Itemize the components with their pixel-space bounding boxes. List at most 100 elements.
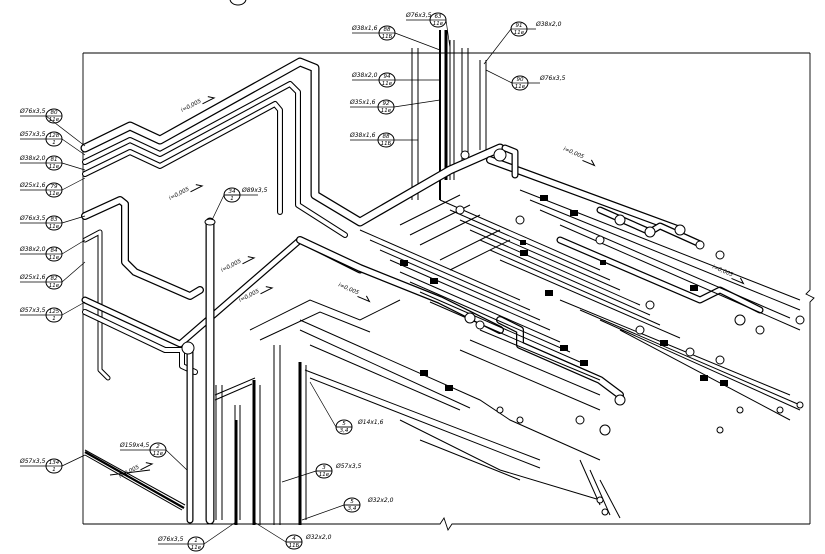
manifold-area [249, 144, 805, 519]
svg-text:2: 2 [156, 444, 160, 450]
svg-text:i=0,005: i=0,005 [168, 186, 191, 202]
svg-text:i=0,005: i=0,005 [337, 282, 360, 296]
svg-text:Ø32x2,0: Ø32x2,0 [305, 534, 332, 541]
svg-text:81: 81 [51, 157, 58, 163]
svg-text:11Б: 11Б [381, 141, 392, 147]
callout: Ø57x3,5 134 1 [19, 454, 86, 474]
callout: Ø25x1,6 82 11e [19, 261, 86, 290]
svg-text:34: 34 [229, 189, 236, 195]
svg-text:i=0,005: i=0,005 [180, 98, 203, 114]
callout: Ø76x3,5 63 11e [405, 12, 451, 49]
callout: Ø76x3,5 90 11e [485, 69, 566, 91]
svg-text:125: 125 [49, 309, 60, 315]
svg-text:11e: 11e [49, 224, 60, 230]
svg-text:1: 1 [230, 196, 234, 202]
callout: Ø38x2,0 91 11e [483, 21, 562, 65]
callout: Ø32x2,0 5 3,4 [301, 497, 394, 521]
callout: Ø38x1,6 88 11Б [349, 132, 418, 148]
callout: Ø57x3,5 125 1 [19, 301, 86, 323]
svg-text:5: 5 [342, 421, 346, 427]
lower-vertical-pipes [214, 345, 307, 525]
svg-text:Ø25x1,6: Ø25x1,6 [19, 274, 46, 281]
svg-text:Ø57x3,5: Ø57x3,5 [335, 463, 362, 470]
svg-text:Ø32x2,0: Ø32x2,0 [367, 497, 394, 504]
svg-text:88: 88 [384, 27, 391, 33]
svg-text:3: 3 [322, 465, 326, 471]
callout: Ø32x2,0 4 11Б [253, 521, 332, 550]
callout: Ø76x3,5 80 11e [19, 108, 86, 147]
svg-text:1: 1 [52, 316, 56, 322]
svg-text:5: 5 [350, 499, 354, 505]
svg-text:Ø89x3,5: Ø89x3,5 [241, 187, 268, 194]
svg-text:84: 84 [51, 248, 58, 254]
svg-text:11e: 11e [49, 283, 60, 289]
flange-circles [455, 148, 805, 516]
callout: Ø25x1,6 79 11e [19, 177, 86, 198]
tank-wall-159 [84, 449, 186, 511]
svg-text:11e: 11e [515, 84, 526, 90]
svg-text:11e: 11e [382, 81, 393, 87]
svg-text:88: 88 [383, 134, 390, 140]
callout: Ø76x3,5 83 11e [19, 215, 86, 231]
svg-text:Ø35x1,6: Ø35x1,6 [349, 99, 376, 106]
svg-text:Ø38x2,0: Ø38x2,0 [535, 21, 562, 28]
slope-label: i=0,005 [562, 146, 596, 167]
callout: Ø159x4,5 2 11e [119, 442, 188, 471]
top-cropped-tag [229, 0, 247, 6]
svg-text:4: 4 [292, 536, 296, 542]
svg-text:11Б: 11Б [382, 34, 393, 40]
valve-symbols [400, 195, 728, 391]
svg-text:91: 91 [516, 23, 523, 29]
svg-text:Ø38x2,0: Ø38x2,0 [19, 246, 46, 253]
callout: Ø57x3,5 3 11e [281, 463, 362, 483]
svg-text:i=0,005: i=0,005 [711, 264, 734, 278]
svg-text:Ø14x1,6: Ø14x1,6 [357, 419, 384, 426]
callout: Ø76x3,5 1 11e [157, 521, 237, 552]
svg-text:Ø159x4,5: Ø159x4,5 [119, 442, 149, 449]
callout: Ø57x3,5 128 1 [19, 131, 86, 156]
callout: Ø38x2,0 81 11e [19, 155, 86, 171]
svg-text:i=0,005: i=0,005 [220, 258, 243, 274]
svg-text:1: 1 [52, 467, 56, 473]
svg-text:11e: 11e [433, 21, 444, 27]
svg-text:11e: 11e [49, 191, 60, 197]
svg-text:Ø38x1,6: Ø38x1,6 [349, 132, 376, 139]
slope-label: i=0,005 [337, 282, 371, 303]
svg-text:79: 79 [51, 184, 58, 190]
callout: Ø38x2,0 84 11e [19, 239, 86, 262]
svg-text:Ø38x2,0: Ø38x2,0 [351, 72, 378, 79]
svg-text:11e: 11e [49, 117, 60, 123]
svg-text:11e: 11e [49, 164, 60, 170]
svg-text:Ø76x3,5: Ø76x3,5 [539, 75, 566, 82]
svg-text:94: 94 [384, 74, 391, 80]
callout: Ø38x1,6 88 11Б [351, 25, 441, 51]
svg-text:92: 92 [383, 101, 390, 107]
callout: Ø89x3,5 34 1 [211, 187, 268, 221]
main-pipe-loops [80, 57, 505, 381]
svg-text:Ø57x3,5: Ø57x3,5 [19, 131, 46, 138]
svg-text:Ø76x3,5: Ø76x3,5 [157, 536, 184, 543]
svg-text:Ø38x2,0: Ø38x2,0 [19, 155, 46, 162]
svg-text:Ø76x3,5: Ø76x3,5 [405, 12, 432, 19]
svg-text:1: 1 [194, 538, 198, 544]
callout: Ø35x1,6 92 11e [349, 99, 441, 115]
svg-text:63: 63 [435, 14, 442, 20]
svg-text:90: 90 [517, 77, 524, 83]
svg-text:134: 134 [49, 460, 60, 466]
svg-text:Ø57x3,5: Ø57x3,5 [19, 458, 46, 465]
svg-text:Ø25x1,6: Ø25x1,6 [19, 182, 46, 189]
svg-text:11e: 11e [191, 545, 202, 551]
svg-text:11e: 11e [319, 472, 330, 478]
svg-text:1: 1 [52, 140, 56, 146]
svg-text:3,4: 3,4 [340, 428, 349, 434]
svg-text:80: 80 [51, 110, 58, 116]
callouts-top: Ø76x3,5 63 11e Ø38x1,6 88 11Б Ø38x2,0 91… [349, 12, 566, 148]
svg-text:Ø38x1,6: Ø38x1,6 [351, 25, 378, 32]
svg-text:11e: 11e [514, 30, 525, 36]
vertical-riser-89 [181, 217, 216, 525]
callout: Ø38x2,0 94 11e [351, 72, 440, 88]
callouts-body: Ø89x3,5 34 1 Ø159x4,5 2 11e Ø14x1,6 5 3,… [119, 187, 394, 552]
svg-text:11e: 11e [153, 451, 164, 457]
svg-text:Ø57x3,5: Ø57x3,5 [19, 307, 46, 314]
